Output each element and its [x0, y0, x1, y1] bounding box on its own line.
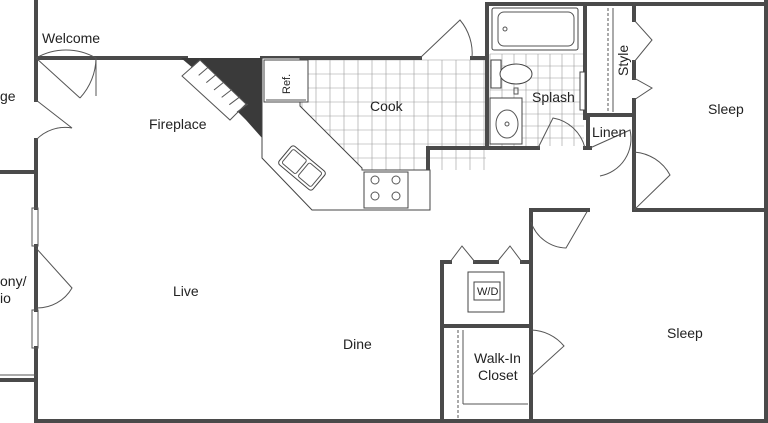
refrigerator — [263, 59, 309, 103]
doors — [35, 19, 671, 377]
balcony-label-line1: ony/ — [0, 273, 27, 289]
kitchen-sink — [278, 145, 326, 191]
left-windows — [0, 207, 39, 376]
welcome-label: Welcome — [42, 30, 100, 46]
closet-label-line2: Closet — [478, 367, 518, 383]
hatch-line — [236, 103, 249, 113]
hatch-line — [213, 81, 225, 91]
washer-dryer — [467, 271, 505, 313]
hatch-line — [206, 74, 217, 84]
closet-label-line1: Walk-In — [474, 350, 521, 366]
bathroom-fixtures — [489, 7, 586, 145]
sleep-bottom-label: Sleep — [667, 325, 703, 341]
style-label: Style — [615, 45, 631, 76]
vanity — [489, 97, 523, 145]
dine-label: Dine — [343, 336, 372, 352]
linen-label: Linen — [592, 124, 626, 140]
cook-label: Cook — [370, 98, 404, 114]
hatch-line — [221, 88, 233, 98]
towel-bar — [579, 71, 586, 111]
splash-label: Splash — [532, 89, 575, 105]
refrigerator-label: Ref. — [281, 74, 293, 94]
hatch-line — [190, 59, 201, 69]
kitchen-counters — [261, 57, 431, 211]
fireplace-label: Fireplace — [149, 116, 207, 132]
toilet-bowl — [499, 63, 533, 85]
balcony-label-line2: io — [0, 290, 11, 306]
sleep-top-label: Sleep — [708, 101, 744, 117]
garage-label: ge — [0, 88, 16, 104]
bathtub — [491, 7, 579, 51]
fireplace-hatch — [190, 59, 249, 113]
fireplace — [181, 58, 262, 138]
washer-dryer-label: W/D — [477, 286, 498, 298]
stove — [363, 171, 409, 209]
live-label: Live — [173, 283, 199, 299]
hatch-line — [198, 66, 209, 76]
kitchen-tile-floor — [301, 59, 486, 170]
hatch-line — [229, 96, 241, 106]
closet-rods — [457, 8, 614, 418]
